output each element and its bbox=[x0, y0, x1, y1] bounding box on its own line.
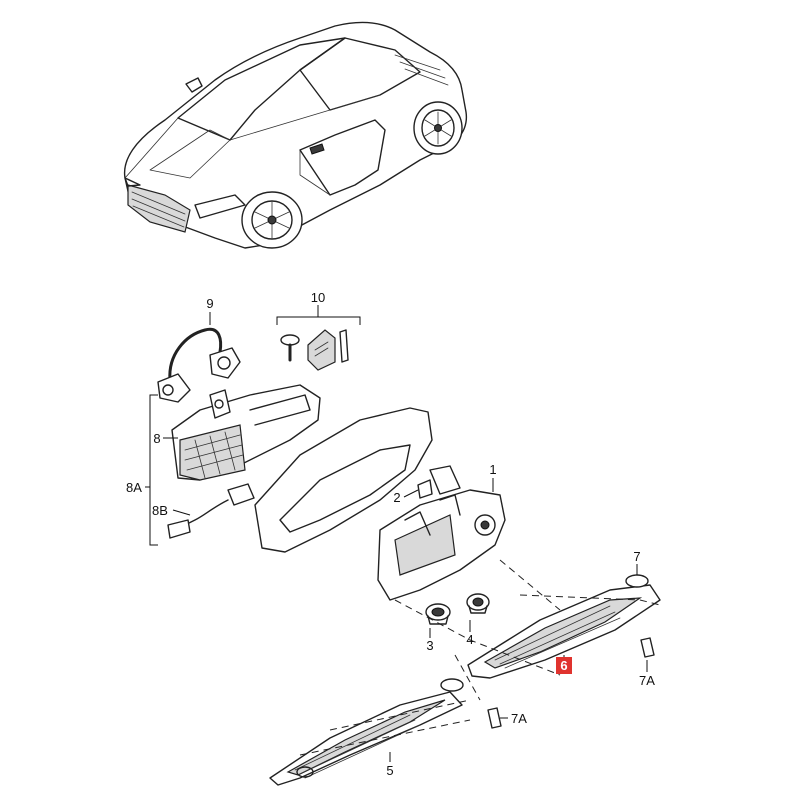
headlight-right bbox=[124, 177, 141, 187]
callout-9: 9 bbox=[206, 296, 213, 311]
mechanism-plate bbox=[394, 514, 456, 576]
lock-cylinder-bore bbox=[474, 514, 496, 536]
dash-sill-6-top bbox=[519, 594, 641, 601]
callout-5: 5 bbox=[386, 763, 393, 778]
callout-7a-right: 7A bbox=[639, 673, 655, 688]
quilt-pattern bbox=[184, 431, 244, 479]
callout-8b: 8B bbox=[152, 503, 168, 518]
part-10-fastener-set bbox=[276, 316, 361, 371]
callout-7: 7 bbox=[633, 549, 640, 564]
grommet-3-body bbox=[427, 615, 449, 625]
leader-lines bbox=[145, 305, 648, 762]
door-trim-panel bbox=[254, 407, 433, 553]
dash-mechanism-to-sill bbox=[394, 599, 561, 676]
part-8-latch bbox=[209, 389, 231, 419]
part-6-sill-trim bbox=[467, 584, 661, 679]
hood-panel bbox=[149, 129, 231, 179]
part-8-latch-pin bbox=[214, 399, 224, 409]
leader-2 bbox=[403, 489, 419, 498]
trim-panel-outline bbox=[254, 407, 433, 553]
grommet-4-hole bbox=[472, 597, 484, 607]
part-9-switch-hole bbox=[217, 356, 231, 370]
clip-7a-left bbox=[487, 707, 502, 729]
part-8-handle-trim bbox=[171, 384, 321, 481]
callout-4: 4 bbox=[466, 632, 473, 647]
door-seam bbox=[299, 149, 331, 196]
engine-vents bbox=[394, 54, 449, 86]
clip-block bbox=[307, 329, 336, 371]
dash-mechanism-to-sill-6 bbox=[499, 559, 561, 611]
callout-1: 1 bbox=[489, 462, 496, 477]
clip-block-detail bbox=[314, 341, 329, 357]
callout-8: 8 bbox=[153, 431, 160, 446]
part-8b-switch-wire bbox=[167, 483, 255, 539]
callout-6: 6 bbox=[560, 658, 567, 673]
rear-hub bbox=[434, 124, 442, 132]
part-7-cap bbox=[440, 574, 649, 692]
belt-line bbox=[229, 94, 381, 141]
callout-10: 10 bbox=[311, 290, 325, 305]
headlight-left bbox=[194, 194, 246, 219]
callout-labels: 9 10 8 8A 8B 1 2 3 4 5 6 7 7A 7A bbox=[126, 290, 655, 778]
part-2-clip-body bbox=[417, 479, 433, 499]
bracket-8a bbox=[149, 394, 158, 546]
sill-5-badge bbox=[296, 766, 314, 778]
part-8b-switch bbox=[227, 483, 255, 506]
mechanism-levers bbox=[404, 494, 461, 536]
lock-cylinder-core bbox=[480, 520, 490, 530]
leader-8b bbox=[172, 509, 191, 516]
mechanism-top-bracket bbox=[429, 465, 461, 495]
side-mirror bbox=[185, 77, 203, 93]
part-9-switch bbox=[209, 347, 241, 379]
part-9-cable bbox=[168, 327, 223, 382]
front-rim bbox=[251, 200, 293, 240]
part-9-connector-hole bbox=[162, 384, 174, 396]
callout-7a-left: 7A bbox=[511, 711, 527, 726]
dash-sill-5-right bbox=[454, 654, 481, 701]
part-5-sill-trim bbox=[269, 691, 463, 786]
cap-7-right bbox=[625, 574, 649, 588]
dash-sill-5-mid bbox=[299, 719, 471, 756]
part-8-grip bbox=[249, 394, 311, 426]
rear-rim bbox=[421, 109, 455, 147]
clip-7a-right bbox=[640, 637, 655, 658]
assembly-lines bbox=[299, 559, 661, 756]
callout-2: 2 bbox=[393, 490, 400, 505]
callout-3: 3 bbox=[426, 638, 433, 653]
cap-7-left bbox=[440, 678, 464, 692]
grille-slats bbox=[131, 191, 186, 228]
dash-sill-6-end bbox=[639, 599, 661, 606]
part-8b-plug bbox=[167, 519, 191, 539]
car-illustration bbox=[123, 21, 468, 249]
callout-8a: 8A bbox=[126, 480, 142, 495]
sill-5-ribs bbox=[294, 714, 421, 779]
grommet-4-body bbox=[468, 605, 488, 614]
side-blade bbox=[299, 119, 386, 196]
grommet-3-hole bbox=[431, 607, 445, 617]
clip-strip bbox=[339, 329, 349, 363]
sill-6-ribs bbox=[494, 605, 621, 669]
sill-5-insert bbox=[286, 699, 446, 776]
car-door-handle bbox=[309, 143, 325, 155]
hood-line bbox=[124, 117, 179, 179]
part-3-grommet bbox=[425, 603, 451, 625]
callout-6-highlight bbox=[556, 657, 572, 674]
part-8b-wire bbox=[184, 499, 229, 526]
part-10-bracket bbox=[276, 316, 361, 325]
part-1-handle-mechanism bbox=[377, 465, 506, 601]
part-4-grommet bbox=[466, 593, 490, 614]
part-7a-clip bbox=[487, 637, 655, 729]
part-2-clip bbox=[417, 479, 433, 499]
part-9-cable-switch bbox=[157, 327, 241, 403]
trim-panel-recess bbox=[279, 444, 411, 533]
sill-6-insert bbox=[483, 597, 643, 669]
front-hub bbox=[267, 215, 277, 225]
